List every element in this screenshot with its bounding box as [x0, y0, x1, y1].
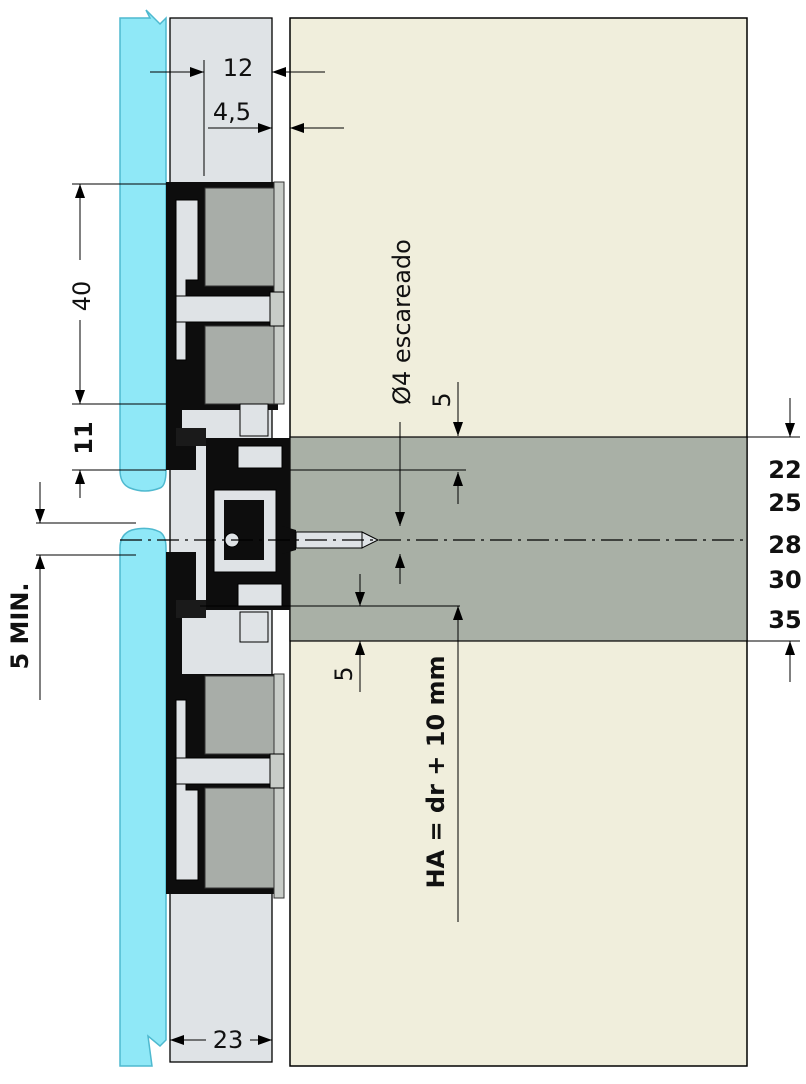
- dim-11-label: 11: [70, 421, 98, 454]
- screw-callout: Ø4 escareado: [388, 239, 416, 584]
- dim-12-label: 12: [223, 54, 254, 82]
- thickness-value: 35: [768, 606, 801, 634]
- central-profile-core: [224, 500, 264, 560]
- glass-pane-lower: [119, 527, 167, 1067]
- upper-mount-pad-bottom: [204, 325, 278, 405]
- dim-40-label: 40: [68, 281, 96, 312]
- dim-4-5: 4,5: [208, 98, 344, 133]
- screw-label: Ø4 escareado: [388, 239, 416, 405]
- central-profile: [206, 438, 290, 643]
- lower-mount: [166, 552, 285, 899]
- glass-pane-upper: [119, 9, 167, 492]
- thickness-value: 30: [768, 566, 801, 594]
- dim-5-min-label: 5 MIN.: [6, 582, 34, 669]
- upper-mount-spacer: [239, 403, 269, 437]
- central-profile-slot-bottom: [237, 583, 283, 607]
- ha-formula-label: HA = dr + 10 mm: [422, 655, 450, 888]
- central-profile-slot-top: [237, 445, 283, 469]
- shelf-thickness-dim: 22 25 28 30 35: [747, 398, 802, 682]
- thickness-value: 28: [768, 531, 801, 559]
- dim-12: 12: [150, 54, 325, 176]
- upper-screw: [175, 291, 285, 327]
- ha-callout: HA = dr + 10 mm: [422, 606, 463, 922]
- upper-mount-pad-top: [204, 187, 278, 287]
- dim-4-5-label: 4,5: [213, 98, 251, 126]
- upper-seal-brush: [176, 428, 206, 446]
- upper-mount: [166, 181, 285, 470]
- lower-mount-spacer: [239, 611, 269, 643]
- dim-5-bottom-label: 5: [330, 666, 358, 681]
- dim-40: 40: [68, 183, 166, 405]
- dim-5-top: 5: [290, 382, 466, 504]
- lower-mount-pad-bottom: [204, 787, 278, 889]
- lower-seal-brush: [176, 600, 206, 618]
- dim-23-label: 23: [213, 1026, 244, 1054]
- dim-5-bottom: 5: [200, 574, 460, 692]
- thickness-value: 22: [768, 456, 801, 484]
- lower-screw: [175, 753, 285, 789]
- thickness-value: 25: [768, 489, 801, 517]
- dim-5-min: 5 MIN.: [6, 482, 136, 700]
- dim-11: 11: [70, 421, 166, 498]
- lower-mount-channel: [175, 699, 199, 881]
- dim-5-top-label: 5: [428, 392, 456, 407]
- dim-23: 23: [170, 1026, 272, 1054]
- lower-mount-pad-top: [204, 675, 278, 755]
